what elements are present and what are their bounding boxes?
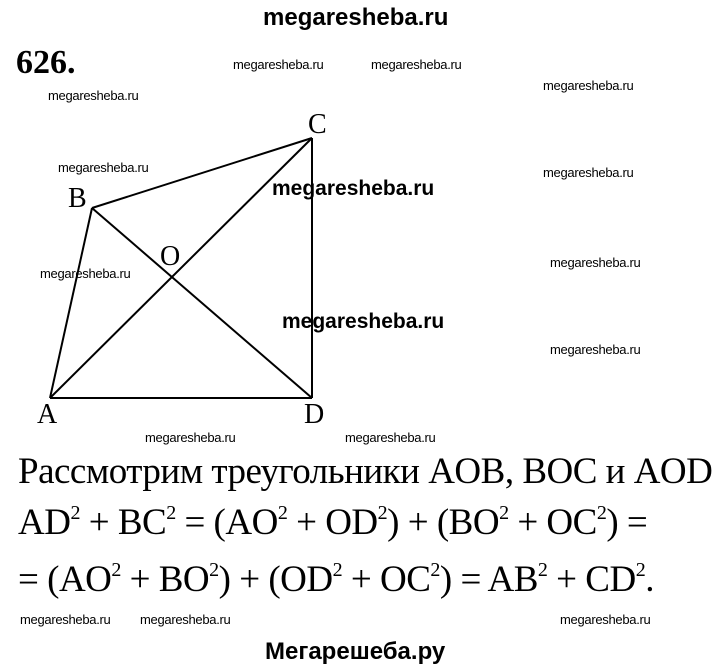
watermark: megaresheba.ru [345,430,436,445]
side-ab [49,207,93,399]
solution-line-3: = (AO2 + BO2) + (OD2 + OC2) = AB2 + CD2. [18,559,654,600]
watermark: megaresheba.ru [20,612,111,627]
watermark: megaresheba.ru [543,165,634,180]
watermark: megaresheba.ru [48,88,139,103]
vertex-label-a: A [37,399,58,430]
diagonal-bd [91,207,313,399]
vertex-label-b: B [68,183,87,214]
watermark: megaresheba.ru [550,342,641,357]
vertex-label-o: O [160,241,181,272]
watermark: megaresheba.ru [140,612,231,627]
problem-number: 626. [16,44,76,81]
watermark: megaresheba.ru [58,160,149,175]
watermark: megaresheba.ru [371,57,462,72]
watermark: megaresheba.ru [233,57,324,72]
watermark: megaresheba.ru [145,430,236,445]
watermark: megaresheba.ru [550,255,641,270]
header-watermark: megaresheba.ru [263,4,449,31]
watermark: megaresheba.ru [543,78,634,93]
bold-watermark: megaresheba.ru [272,177,435,200]
footer-watermark: Мегарешеба.ру [265,638,446,665]
diagonal-ac [49,137,313,399]
watermark: megaresheba.ru [40,266,131,281]
side-bc [91,137,313,209]
bold-watermark: megaresheba.ru [282,310,445,333]
solution-line-1: Рассмотрим треугольники AOB, BOC и AOD [18,451,713,492]
watermark: megaresheba.ru [560,612,651,627]
solution-line-2: AD2 + BC2 = (AO2 + OD2) + (BO2 + OC2) = [18,502,648,543]
vertex-label-d: D [304,399,325,430]
vertex-label-c: C [308,109,327,140]
